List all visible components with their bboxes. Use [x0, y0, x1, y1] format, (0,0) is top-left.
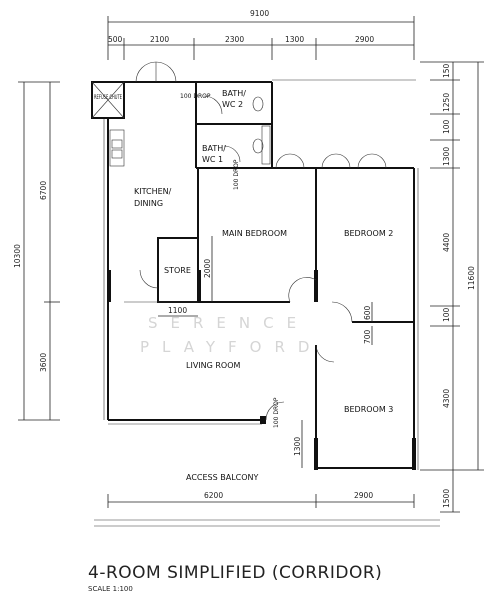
dim-top-seg-2: 2100 [150, 35, 169, 44]
label-kitchen-line2: DINING [134, 199, 163, 208]
dim-left-total: 10300 [13, 244, 22, 268]
dim-top-seg-1: 500 [108, 35, 123, 44]
room-labels: REFUSE CHUTE BATH/ WC 2 BATH/ WC 1 KITCH… [94, 89, 393, 482]
doors-windows [109, 61, 387, 421]
label-drop-2: 100 DROP [233, 159, 240, 190]
dim-right-seg-3: 100 [442, 119, 451, 134]
dim-top-seg-3: 2300 [225, 35, 244, 44]
watermark-line-2: PLAYFORD [140, 338, 322, 356]
inner-dimensions: 1100 2000 600 700 1300 [158, 236, 373, 468]
dim-right-seg-6: 100 [442, 307, 451, 322]
dim-store-width: 1100 [168, 306, 187, 315]
dim-door-b: 700 [363, 329, 372, 344]
label-access-balcony: ACCESS BALCONY [186, 473, 259, 482]
walls [91, 79, 419, 470]
dim-right-total: 11600 [467, 266, 476, 290]
dim-entrance: 1300 [293, 437, 302, 456]
dim-bottom-seg-2: 2900 [354, 491, 373, 500]
dim-right-seg-1: 150 [442, 63, 451, 78]
label-bath1-line1: BATH/ [202, 144, 226, 153]
dim-right-seg-4: 1300 [442, 147, 451, 166]
label-kitchen-line1: KITCHEN/ [134, 187, 172, 196]
label-drop-3: 100 DROP [273, 397, 280, 428]
dim-top-seg-4: 1300 [285, 35, 304, 44]
dim-door-a: 600 [363, 305, 372, 320]
dim-right-seg-7: 4300 [442, 389, 451, 408]
dim-right-seg-5: 4400 [442, 233, 451, 252]
dim-left-seg-1: 6700 [39, 181, 48, 200]
label-store: STORE [164, 266, 191, 275]
dim-top-total: 9100 [250, 9, 269, 18]
label-bedroom-2: BEDROOM 2 [344, 229, 393, 238]
dim-top-seg-5: 2900 [355, 35, 374, 44]
right-dimensions: 11600 150 1250 100 1300 4400 100 4300 15… [420, 61, 484, 513]
dim-bottom-seg-1: 6200 [204, 491, 223, 500]
dim-right-seg-2: 1250 [442, 93, 451, 112]
dim-bottom-right: 1500 [442, 489, 451, 508]
bottom-dimensions: 6200 2900 [94, 491, 440, 527]
plan-scale: SCALE 1:100 [88, 585, 133, 593]
label-living-room: LIVING ROOM [186, 361, 241, 370]
label-bath2-line2: WC 2 [222, 100, 243, 109]
dim-left-seg-2: 3600 [39, 353, 48, 372]
label-drop-1: 100 DROP [180, 93, 211, 100]
label-bath2-line1: BATH/ [222, 89, 246, 98]
label-bath1-line2: WC 1 [202, 155, 223, 164]
plan-title: 4-ROOM SIMPLIFIED (CORRIDOR) [88, 563, 382, 583]
dim-main-bed-height: 2000 [203, 259, 212, 278]
top-dimensions: 9100 500 2100 2300 1300 2900 [107, 9, 415, 60]
label-bedroom-3: BEDROOM 3 [344, 405, 393, 414]
label-main-bedroom: MAIN BEDROOM [222, 229, 287, 238]
label-refuse-chute: REFUSE CHUTE [94, 94, 122, 101]
watermark-line-1: SERENCE [148, 314, 309, 332]
left-dimensions: 10300 6700 3600 [13, 81, 60, 421]
